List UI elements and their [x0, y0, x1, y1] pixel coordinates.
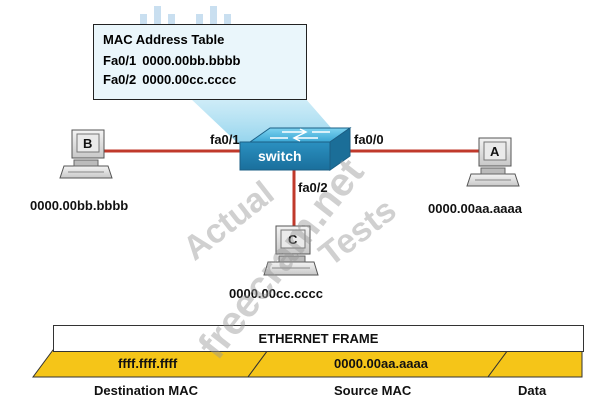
- field-source-mac-value: 0000.00aa.aaaa: [334, 356, 428, 371]
- host-c-mac: 0000.00cc.cccc: [229, 286, 323, 301]
- mac-table-mac: 0000.00cc.cccc: [142, 72, 237, 87]
- field-destination-mac-value: ffff.ffff.ffff: [118, 356, 178, 371]
- mac-table-row: Fa0/2 0000.00cc.cccc: [103, 72, 236, 87]
- ethernet-frame-header: ETHERNET FRAME: [53, 325, 584, 352]
- ethernet-frame-title: ETHERNET FRAME: [258, 331, 379, 346]
- host-a-mac: 0000.00aa.aaaa: [428, 201, 522, 216]
- mac-table-port: Fa0/2: [103, 72, 137, 87]
- port-label-b: fa0/1: [210, 132, 240, 147]
- computer-b-icon: [59, 129, 113, 179]
- host-b-mac: 0000.00bb.bbbb: [30, 198, 129, 213]
- computer-c-icon: [263, 225, 319, 276]
- host-a-letter: A: [490, 144, 500, 159]
- field-source-mac-caption: Source MAC: [334, 383, 412, 398]
- frame-fields: [32, 349, 583, 378]
- switch-icon: [239, 127, 352, 171]
- field-destination-mac-caption: Destination MAC: [94, 383, 198, 398]
- host-c-letter: C: [288, 232, 298, 247]
- mac-table-mac: 0000.00bb.bbbb: [142, 53, 241, 68]
- computer-a-icon: [466, 137, 520, 187]
- host-b-letter: B: [83, 136, 93, 151]
- switch-label: switch: [258, 148, 302, 164]
- field-data-caption: Data: [518, 383, 547, 398]
- port-label-a: fa0/0: [354, 132, 384, 147]
- mac-table-title: MAC Address Table: [103, 32, 225, 47]
- mac-table-row: Fa0/1 0000.00bb.bbbb: [103, 53, 241, 68]
- mac-table-port: Fa0/1: [103, 53, 137, 68]
- mac-address-table: MAC Address Table Fa0/1 0000.00bb.bbbb Fa…: [93, 24, 307, 100]
- port-label-c: fa0/2: [298, 180, 328, 195]
